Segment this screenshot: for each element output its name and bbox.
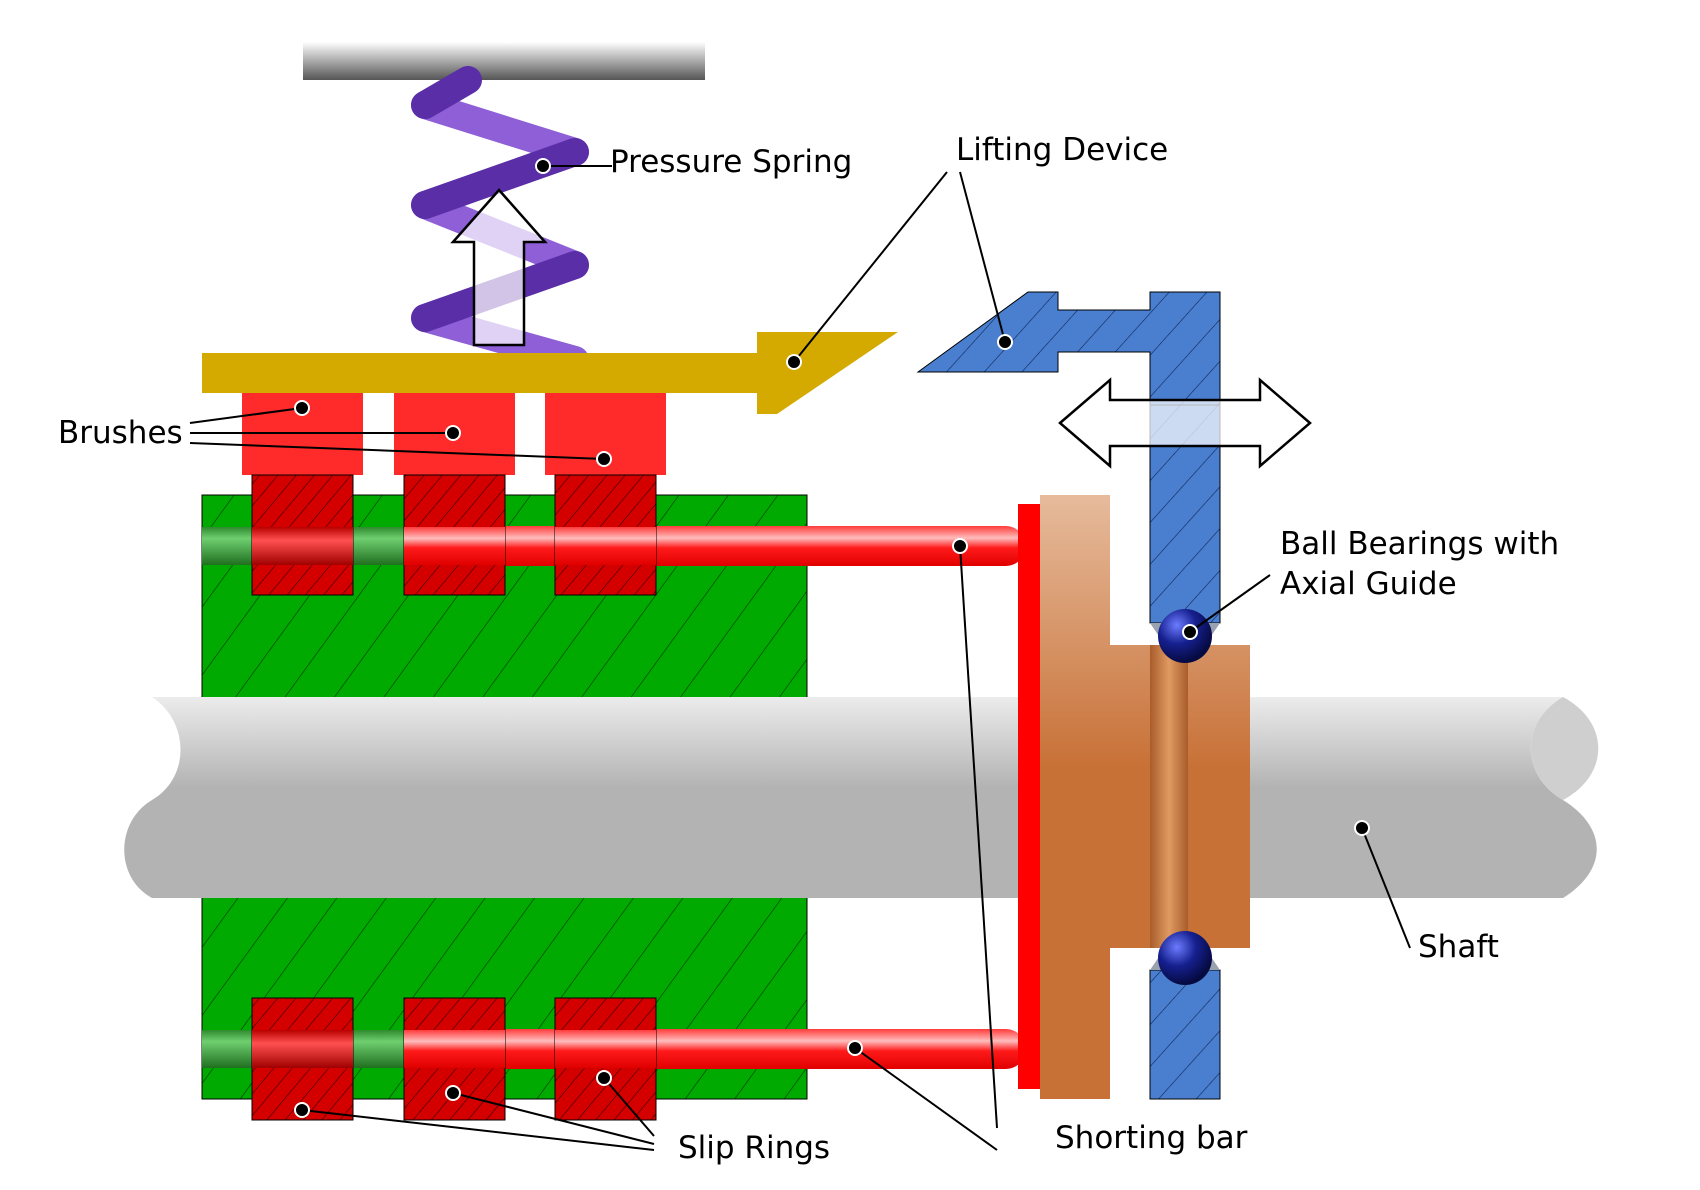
label-lifting-device: Lifting Device <box>956 132 1168 168</box>
shaft-end-cap <box>1530 697 1599 800</box>
label-shorting-bar: Shorting bar <box>1055 1120 1248 1156</box>
pointer-dots <box>294 158 1370 1118</box>
axial-motion-arrow <box>1058 377 1312 469</box>
label-ball-bearings-line2: Axial Guide <box>1280 566 1457 602</box>
shaft <box>124 697 1597 898</box>
lifting-device-column-lower <box>1149 969 1221 1100</box>
label-brushes: Brushes <box>58 415 183 451</box>
slip-rings-upper <box>251 474 657 596</box>
label-shaft: Shaft <box>1418 929 1499 965</box>
label-ball-bearings-line1: Ball Bearings with <box>1280 526 1559 562</box>
ball-bearing-lower <box>1158 931 1212 985</box>
shorting-bar <box>1018 504 1040 1089</box>
lifting-device-lever <box>916 291 1221 406</box>
label-pressure-spring: Pressure Spring <box>610 144 852 180</box>
leader-lines <box>189 165 1411 1151</box>
label-slip-rings: Slip Rings <box>678 1130 830 1166</box>
lift-up-arrow <box>450 188 548 347</box>
top-plate <box>303 42 705 80</box>
slip-rings-lower <box>251 997 657 1121</box>
brush-lever-arm <box>202 332 898 414</box>
bushing-groove <box>1150 645 1188 948</box>
